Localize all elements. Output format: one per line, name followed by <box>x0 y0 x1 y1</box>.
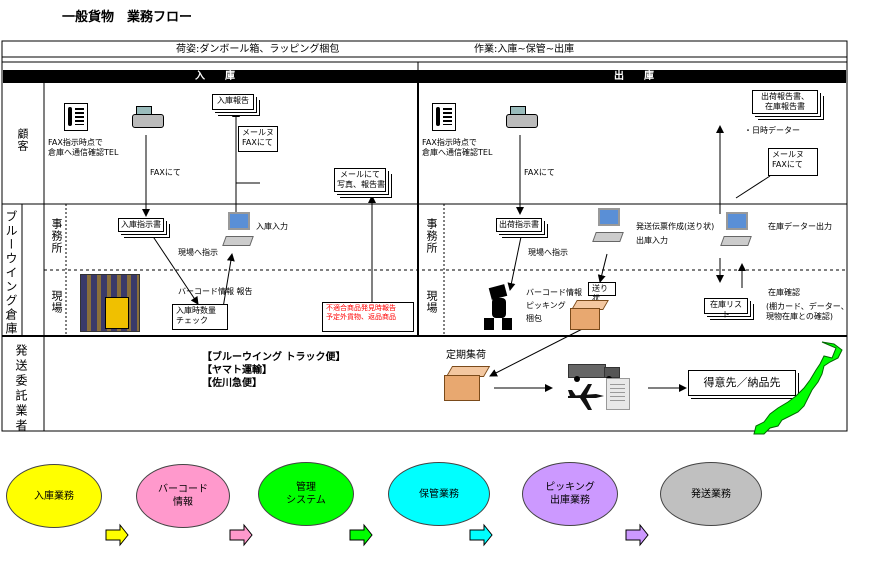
inbound-check-box: 入庫時数量 チェック <box>172 304 228 330</box>
outbound-stock-list: 在庫リスト <box>704 298 748 319</box>
outbound-barcode-info: バーコード情報 <box>526 288 582 297</box>
section-header-bar <box>3 70 846 83</box>
outbound-stock-check-note: (棚カード、データー、 現物在庫との確認) <box>766 302 849 321</box>
outbound-packing: 梱包 <box>526 314 542 323</box>
regular-pickup-label: 定期集荷 <box>446 350 486 361</box>
outbound-waybill: 送り状 <box>588 282 616 303</box>
process-inbound: 入庫業務 <box>6 464 102 528</box>
cardboard-box-icon <box>570 300 609 330</box>
outbound-instruction-doc: 出荷指示書 <box>496 218 542 232</box>
page-title: 一般貨物 業務フロー <box>62 10 193 25</box>
outbound-picking: ピッキング <box>526 301 566 310</box>
row-label-office-in: 事務所 <box>50 218 63 254</box>
airplane-icon <box>566 382 606 412</box>
phone-icon <box>64 103 88 131</box>
inbound-report-doc: 入庫報告 <box>212 94 254 110</box>
inbound-instruction-doc: 入庫指示書 <box>118 218 164 232</box>
inbound-section-header: 入 庫 <box>195 71 235 82</box>
computer-icon <box>222 212 254 252</box>
process-storage: 保管業務 <box>388 462 490 526</box>
package-text: 荷姿:ダンボール箱、ラッピング梱包 <box>176 44 340 55</box>
inbound-fax-note: FAX指示時点で 倉庫へ通信確認TEL <box>48 138 119 157</box>
inbound-mail-photo-doc: メールにて 写真、報告書 <box>334 168 386 192</box>
cardboard-box-icon <box>444 366 491 402</box>
computer-icon <box>592 208 624 248</box>
outbound-section-header: 出 庫 <box>614 71 654 82</box>
carrier-line-3: 【佐川急便】 <box>202 378 262 389</box>
warehouse-shelf-image <box>80 274 140 332</box>
outbound-fax-label: FAXにて <box>524 168 555 177</box>
outbound-mail-fax-box: メールヌ FAXにて <box>768 148 818 176</box>
outbound-stock-check: 在庫確認 <box>768 288 800 297</box>
fax-machine-icon <box>132 104 164 128</box>
row-label-warehouse: ブルーウイング倉庫 <box>4 210 18 336</box>
row-label-office-out: 事務所 <box>425 218 438 254</box>
row-label-site-in: 現場 <box>50 290 63 314</box>
process-shipping: 発送業務 <box>660 462 762 526</box>
outbound-slip-create: 発送伝票作成(送り状) <box>636 222 715 231</box>
outbound-datetime-data: ・日時データー <box>744 126 800 135</box>
fax-machine-icon <box>506 104 538 128</box>
row-label-carrier: 発送委託業者 <box>14 344 28 434</box>
outbound-fax-note: FAX指示時点で 倉庫へ通信確認TEL <box>422 138 493 157</box>
outbound-report-doc: 出荷報告書、 在庫報告書 <box>752 90 818 114</box>
inbound-mail-fax-box: メールヌ FAXにて <box>238 126 278 152</box>
carrier-line-2: 【ヤマト運輸】 <box>202 365 272 376</box>
process-management-system: 管理 システム <box>258 462 354 526</box>
inbound-fax-label: FAXにて <box>150 168 181 177</box>
inbound-entry-label: 入庫入力 <box>256 222 288 231</box>
work-text: 作業:入庫~保管~出庫 <box>474 44 575 55</box>
inbound-site-instruction: 現場へ指示 <box>178 248 218 257</box>
outbound-site-instruction: 現場へ指示 <box>528 248 568 257</box>
computer-icon <box>720 212 752 252</box>
document-icon <box>606 378 630 410</box>
outbound-stock-output: 在庫データー出力 <box>768 222 832 231</box>
process-picking: ピッキング 出庫業務 <box>522 462 618 526</box>
process-barcode: バーコード 情報 <box>136 464 230 528</box>
row-label-customer: 顧客 <box>16 128 29 152</box>
carrier-line-1: 【ブルーウイング トラック便】 <box>202 352 346 363</box>
phone-icon <box>432 103 456 131</box>
inbound-defect-box: 不適合商品発見時報告 予定外貨物、返品商品 <box>322 302 414 332</box>
worker-carrying-box-image <box>480 284 520 332</box>
row-label-site-out: 現場 <box>425 290 438 314</box>
inbound-barcode-report: バーコード情報 報告 <box>178 287 253 296</box>
japan-map-image <box>752 340 844 436</box>
destination-box: 得意先／納品先 <box>688 370 796 396</box>
outbound-output-entry: 出庫入力 <box>636 236 668 245</box>
